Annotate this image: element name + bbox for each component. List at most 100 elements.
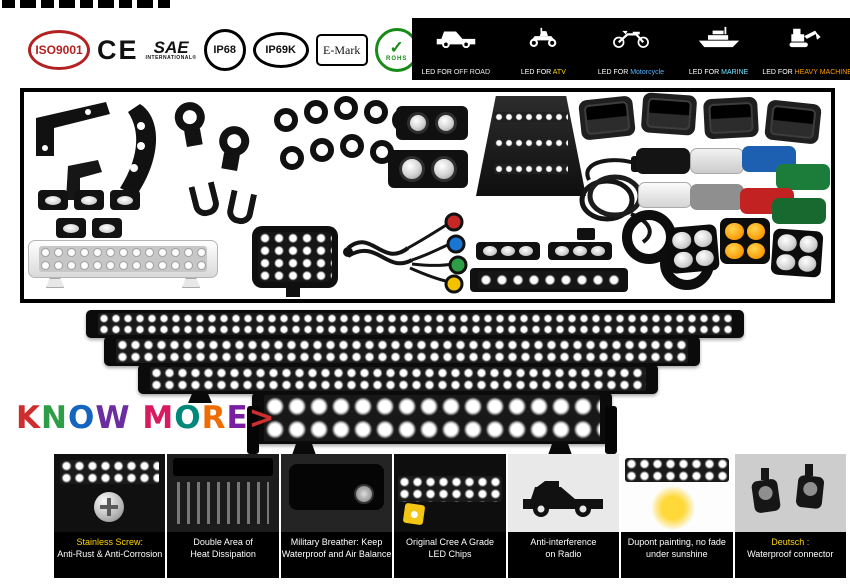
led-lens bbox=[483, 246, 497, 256]
rocker-switch bbox=[578, 95, 636, 141]
caption-line2: Waterproof connector bbox=[747, 549, 834, 560]
clamp-ring bbox=[216, 123, 252, 159]
led-light-bar-xl bbox=[86, 310, 744, 347]
led-array bbox=[60, 460, 160, 484]
rohs-check-icon: ✓ bbox=[389, 37, 404, 57]
clamp-base bbox=[184, 128, 203, 148]
app-label-name: OFF ROAD bbox=[453, 69, 491, 76]
cable bbox=[804, 464, 813, 476]
ip69k-badge: IP69K bbox=[252, 32, 309, 68]
mounting-foot bbox=[292, 443, 316, 455]
rock-light-pod bbox=[92, 218, 122, 238]
app-label: LED FOR MARINE bbox=[675, 69, 763, 76]
lens-cover-black bbox=[636, 148, 690, 174]
feature-cell-cree: Original Cree A Grade LED Chips bbox=[394, 454, 506, 578]
led-array bbox=[116, 339, 688, 363]
led-lens bbox=[117, 195, 133, 205]
app-label: LED FOR Motorcycle bbox=[587, 69, 675, 76]
screw-icon bbox=[94, 492, 124, 522]
mounting-foot bbox=[548, 443, 572, 455]
app-label: LED FOR ATV bbox=[500, 69, 588, 76]
mounting-foot bbox=[46, 278, 64, 288]
led-array bbox=[264, 395, 600, 441]
connector-icon bbox=[794, 474, 825, 510]
led-light-bar-closeup bbox=[247, 392, 617, 455]
sae-sub-label: INTERNATIONAL® bbox=[145, 55, 197, 61]
sunshine-photo bbox=[621, 454, 733, 532]
switch-rocker bbox=[769, 104, 817, 140]
km-letter: R bbox=[201, 400, 227, 436]
feature-caption: Double Area of Heat Dissipation bbox=[167, 532, 279, 578]
led-lens bbox=[431, 156, 457, 182]
atv-icon bbox=[530, 27, 557, 47]
rock-light-pod bbox=[110, 190, 140, 210]
cropped-text-fragment bbox=[2, 0, 170, 8]
mounting-ring bbox=[340, 134, 364, 158]
rgb-wiring-harness bbox=[343, 212, 468, 294]
deutsch-connector-photo bbox=[734, 454, 846, 532]
led-lens bbox=[45, 195, 61, 205]
iso9001-badge: ISO9001 bbox=[28, 30, 90, 70]
u-bracket bbox=[188, 181, 222, 219]
led-array bbox=[625, 458, 729, 482]
led-array bbox=[493, 164, 569, 174]
led-lens bbox=[694, 248, 715, 267]
led-array bbox=[398, 476, 502, 502]
mounting-ring bbox=[310, 138, 334, 162]
led-array bbox=[725, 223, 765, 259]
stainless-screw-photo bbox=[54, 454, 166, 532]
led-lens bbox=[63, 223, 79, 233]
switch-rocker bbox=[646, 97, 692, 131]
emark-label: E-Mark bbox=[323, 42, 361, 57]
caption-line2: on Radio bbox=[545, 549, 582, 560]
u-bracket bbox=[224, 189, 258, 227]
slim-led-light-bar bbox=[470, 268, 628, 292]
connector-icon bbox=[750, 478, 781, 514]
jeep-silhouette-icon bbox=[523, 481, 604, 517]
km-letter: M bbox=[142, 400, 175, 436]
app-category-atv: LED FOR ATV bbox=[500, 18, 588, 80]
lens-cover-white bbox=[690, 148, 744, 174]
led-lens bbox=[746, 223, 765, 240]
feature-cell-paint: Dupont painting, no fade under sunshine bbox=[621, 454, 733, 578]
heat-fins-icon bbox=[177, 482, 269, 524]
caption-line1: Anti-interference bbox=[530, 537, 597, 547]
ip68-label: IP68 bbox=[213, 44, 236, 56]
know-more-cta[interactable]: KNOW MORE> bbox=[16, 400, 276, 436]
led-array bbox=[493, 138, 569, 148]
feature-cell-heat: Double Area of Heat Dissipation bbox=[167, 454, 279, 578]
military-breather-photo bbox=[280, 454, 393, 532]
caption-line1: Military Breather: Keep bbox=[290, 537, 383, 547]
led-chip-icon bbox=[402, 502, 426, 526]
led-array bbox=[775, 233, 819, 273]
lens-cover-green bbox=[772, 198, 826, 224]
feature-caption: Stainless Screw: Anti-Rust & Anti-Corros… bbox=[54, 532, 166, 578]
km-letter: N bbox=[41, 400, 68, 436]
tube-clamp bbox=[214, 123, 252, 173]
mounting-ring bbox=[334, 96, 358, 120]
caption-line1: Dupont painting, no fade bbox=[627, 537, 726, 547]
rohs-label: ROHS bbox=[386, 55, 408, 62]
app-label-name: ATV bbox=[552, 69, 566, 76]
caption-line2: Anti-Rust & Anti-Corrosion bbox=[57, 549, 163, 560]
led-lens bbox=[591, 246, 605, 256]
rock-light-pod bbox=[38, 190, 68, 210]
app-category-offroad: LED FOR OFF ROAD bbox=[412, 18, 500, 80]
ce-mark-badge: CE bbox=[97, 35, 139, 66]
cree-chip-photo bbox=[394, 454, 506, 532]
side-bracket bbox=[247, 406, 259, 454]
lens-cover-green bbox=[776, 164, 830, 190]
slim-led-bar bbox=[476, 242, 540, 260]
ip69k-label: IP69K bbox=[265, 44, 296, 56]
led-array bbox=[150, 367, 646, 391]
led-lens bbox=[519, 246, 533, 256]
km-letter: O bbox=[174, 400, 202, 436]
caption-line2: Heat Dissipation bbox=[190, 549, 256, 560]
caption-line1: Stainless Screw: bbox=[76, 537, 143, 547]
led-lens bbox=[501, 246, 515, 256]
mounting-foot bbox=[188, 393, 212, 403]
feature-caption: Military Breather: Keep Waterproof and A… bbox=[280, 532, 393, 578]
accessories-collage bbox=[20, 88, 835, 303]
led-lens bbox=[407, 112, 429, 134]
